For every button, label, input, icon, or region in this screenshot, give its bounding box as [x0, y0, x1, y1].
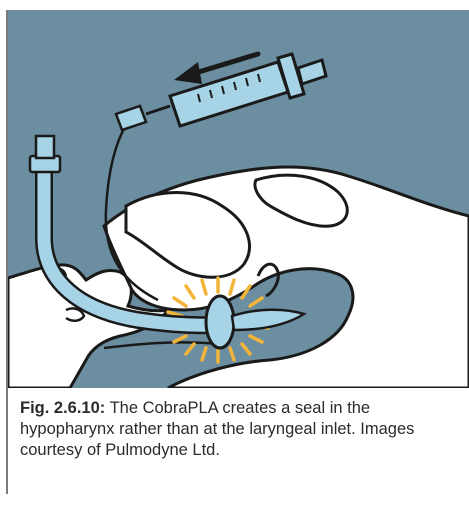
cobrapla-illustration: [8, 10, 469, 388]
figure-label: Fig. 2.6.10:: [20, 399, 105, 417]
cobra-head: [206, 296, 234, 348]
tube-top: [36, 136, 54, 158]
figure-caption: Fig. 2.6.10: The CobraPLA creates a seal…: [20, 398, 450, 461]
